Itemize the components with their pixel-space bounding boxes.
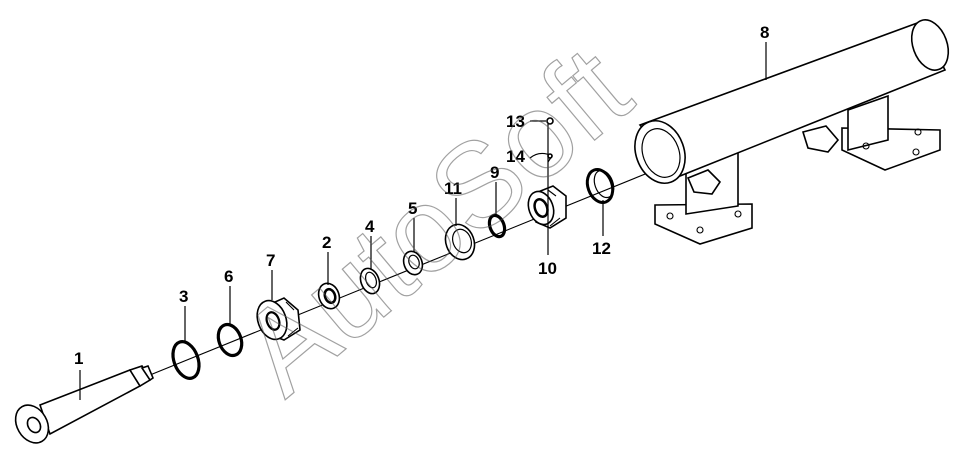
part-3-o-ring [171,340,201,380]
callout-13: 13 [506,112,525,131]
part-1-piston-rod [14,365,154,444]
part-5-ring [402,250,424,276]
callout-5: 5 [408,199,417,218]
callout-2: 2 [322,233,331,252]
callout-9: 9 [490,163,499,182]
part-2-seal [317,282,341,310]
part-13-ball [546,117,554,125]
part-7-gland [256,297,301,341]
watermark-text: AutoSoft [216,21,655,420]
callout-10: 10 [538,259,557,278]
part-4-ring [359,267,381,295]
part-8-cylinder-barrel [634,19,950,245]
part-9-o-ring [487,213,507,239]
callout-11: 11 [444,179,462,198]
part-6-o-ring [216,322,244,358]
part-12-ring [585,168,615,204]
callout-8: 8 [760,23,769,42]
part-11-ring [444,223,476,261]
callout-6: 6 [224,267,233,286]
callout-3: 3 [179,287,188,306]
assembly-axis [149,167,661,376]
callout-4: 4 [365,217,375,236]
callout-14: 14 [506,147,525,166]
leader-lines [79,42,767,400]
callout-7: 7 [266,251,275,270]
callout-12: 12 [592,239,611,258]
callout-1: 1 [74,349,83,368]
part-10-piston [527,185,567,229]
